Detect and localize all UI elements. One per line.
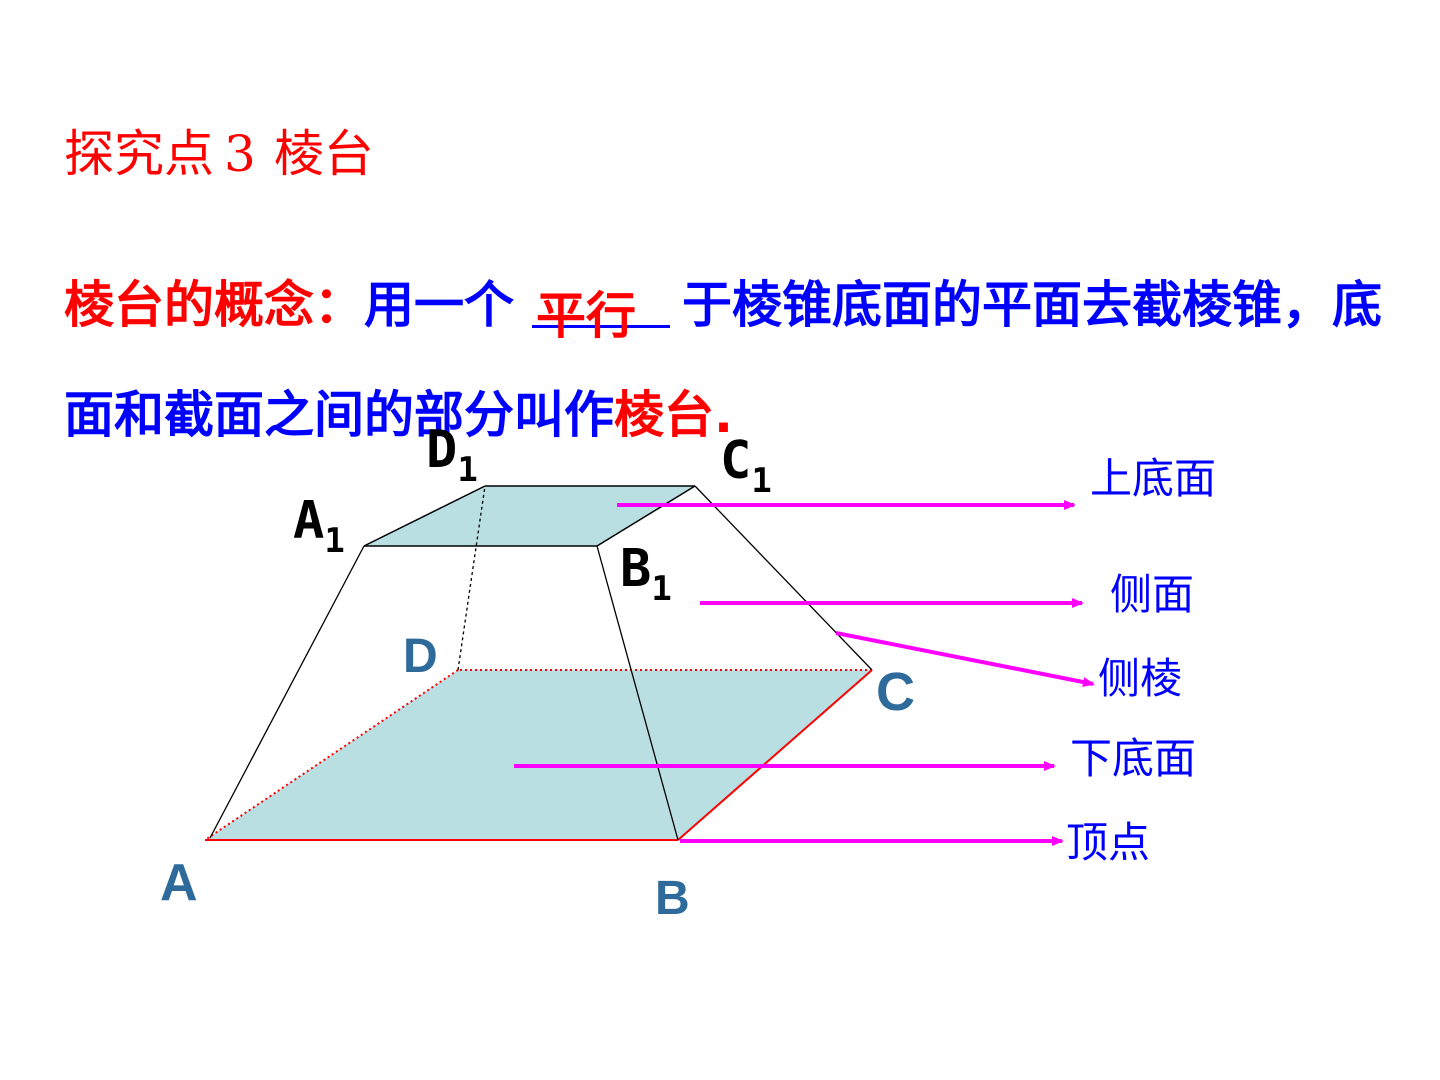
vertex-label-b1: B1 bbox=[620, 539, 672, 609]
vertex-label-c1: C1 bbox=[720, 431, 772, 501]
concept-paragraph: 棱台的概念：用一个平行于棱锥底面的平面去截棱锥，底面和截面之间的部分叫作棱台. bbox=[64, 250, 1394, 470]
concept-period: . bbox=[714, 386, 733, 444]
vertex-label-d: D bbox=[403, 630, 438, 683]
label-lateral-edge: 侧棱 bbox=[1098, 654, 1183, 703]
lateral-edge-cc1 bbox=[694, 485, 873, 671]
label-upper-base: 上底面 bbox=[1090, 454, 1217, 503]
title-topic: 棱台 bbox=[273, 125, 374, 183]
lateral-edge-bb1 bbox=[596, 545, 679, 841]
label-lower-base: 下底面 bbox=[1070, 734, 1197, 783]
edge-d1a1 bbox=[363, 485, 486, 547]
arrow-lateral-edge bbox=[835, 631, 1095, 687]
concept-text-after: 于棱锥底面的平面去截棱锥，底面和截面之间的部分叫作 bbox=[64, 276, 1382, 444]
concept-term: 棱台的概念： bbox=[64, 276, 364, 334]
lower-base-face bbox=[205, 670, 872, 840]
title-prefix: 探究点 bbox=[64, 125, 214, 183]
blank-answer: 平行 bbox=[536, 287, 636, 345]
lateral-edge-dd1 bbox=[457, 485, 486, 671]
lower-vertex-labels: D C A B bbox=[160, 630, 915, 925]
vertex-label-b: B bbox=[655, 872, 690, 925]
lateral-edge-aa1 bbox=[209, 545, 365, 839]
label-lateral-face: 侧面 bbox=[1110, 570, 1195, 619]
edge-da bbox=[204, 669, 459, 841]
upper-base-face bbox=[364, 486, 695, 546]
vertex-label-a1: A1 bbox=[293, 491, 345, 561]
edge-b1c1 bbox=[596, 485, 696, 547]
concept-term-end: 棱台 bbox=[614, 386, 714, 444]
vertex-label-d1: D1 bbox=[426, 420, 478, 490]
label-vertex: 顶点 bbox=[1066, 818, 1151, 867]
vertex-label-c: C bbox=[876, 662, 915, 722]
edge-bc bbox=[677, 669, 873, 841]
fill-in-blank: 平行 bbox=[532, 275, 670, 345]
title-number: 3 bbox=[224, 125, 256, 183]
vertex-label-a: A bbox=[160, 854, 198, 912]
upper-vertex-labels: D1 C1 A1 B1 bbox=[293, 420, 772, 609]
concept-text-before: 用一个 bbox=[364, 276, 514, 334]
